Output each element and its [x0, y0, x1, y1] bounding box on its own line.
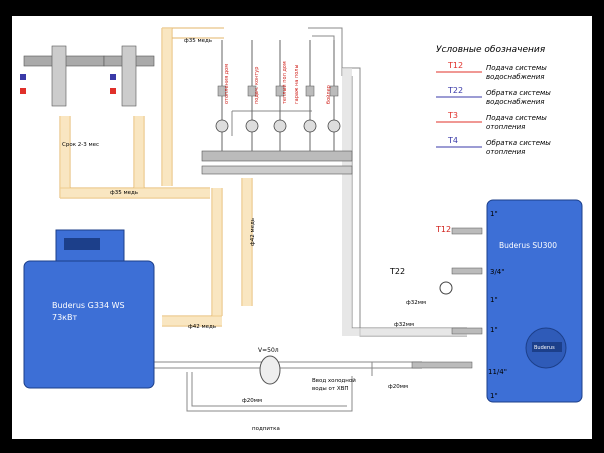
note-water-in-1: Ввод холодной [312, 377, 356, 384]
legend-desc-1: Подача системы [486, 64, 547, 72]
circulation-pump [245, 40, 259, 151]
circuit-pumps [215, 40, 341, 151]
svg-text:11/4": 11/4" [488, 368, 507, 376]
tag-t22: T22 [389, 267, 405, 276]
expansion-vessel-label: V=50л [258, 347, 279, 354]
tank-label: Buderus SU300 [499, 241, 557, 250]
tank-fittings [411, 227, 483, 369]
left-manifold [20, 45, 155, 107]
circuit-label: отопления дом [224, 64, 230, 104]
dhw-tank [486, 199, 583, 403]
legend-desc-2: отопления [486, 123, 525, 131]
svg-text:1": 1" [490, 296, 498, 304]
legend-code: T22 [447, 86, 463, 95]
circuit-label: бойлер [325, 85, 332, 104]
legend-desc-1: Обратка системы [486, 89, 551, 97]
drawing-sheet: Buderus G334 WS 73кВт Buderus SU300 Bude… [12, 16, 592, 439]
svg-text:ф20мм: ф20мм [242, 398, 262, 404]
legend-code: T12 [447, 61, 463, 70]
boiler-label-model: Buderus G334 WS [52, 301, 125, 310]
legend-desc-2: отопления [486, 148, 525, 156]
svg-text:ф35 медь: ф35 медь [110, 190, 138, 196]
pump-group [201, 150, 353, 175]
note-podpitka: подпитка [252, 426, 280, 432]
note-water-in-2: воды от ХВП [312, 386, 349, 392]
circulation-pump [327, 40, 341, 151]
boiler [23, 229, 155, 389]
legend-code: T3 [447, 111, 458, 120]
svg-text:ф42 медь: ф42 медь [188, 324, 216, 330]
circuit-labels: отопления дом подач. контур теплый пол дом… [224, 61, 332, 104]
circulation-pump [215, 40, 229, 151]
note-srok: Срок 2-3 мес [62, 142, 99, 148]
heating-schematic: Buderus G334 WS 73кВт Buderus SU300 Bude… [20, 27, 583, 432]
legend-desc-1: Подача системы [486, 114, 547, 122]
legend-code: T4 [447, 136, 458, 145]
expansion-vessel [259, 355, 281, 385]
legend-desc-1: Обратка системы [486, 139, 551, 147]
circuit-label: гараж на полы [294, 65, 300, 104]
circulation-pump [273, 40, 287, 151]
tank-ports: 1" 3/4" 1" 1" 11/4" 1" [488, 210, 507, 400]
tank-brand: Buderus [534, 345, 555, 351]
copper-fill [60, 28, 252, 326]
legend-desc-2: водоснабжения [486, 73, 545, 81]
svg-text:1": 1" [490, 392, 498, 400]
tag-t12: T12 [435, 225, 451, 234]
svg-text:3/4": 3/4" [490, 268, 505, 276]
pipe-fill-grey [342, 68, 467, 336]
circuit-label: подач. контур [254, 67, 260, 104]
svg-text:1": 1" [490, 210, 498, 218]
svg-text:ф20мм: ф20мм [388, 384, 408, 390]
legend-desc-2: водоснабжения [486, 98, 545, 106]
svg-text:1": 1" [490, 326, 498, 334]
legend-title: Условные обозначения [436, 45, 546, 55]
circulation-pump [303, 40, 317, 151]
riser-label: ф42 медь [250, 218, 256, 246]
circuit-label: теплый пол дом [281, 61, 288, 104]
svg-text:ф35 медь: ф35 медь [184, 38, 212, 44]
pipe-labels: ф35 медь ф35 медь ф42 медь ф32мм ф32мм ф… [110, 38, 426, 404]
boiler-label-power: 73кВт [52, 313, 78, 322]
svg-text:ф32мм: ф32мм [406, 300, 426, 306]
svg-text:ф32мм: ф32мм [394, 322, 414, 328]
